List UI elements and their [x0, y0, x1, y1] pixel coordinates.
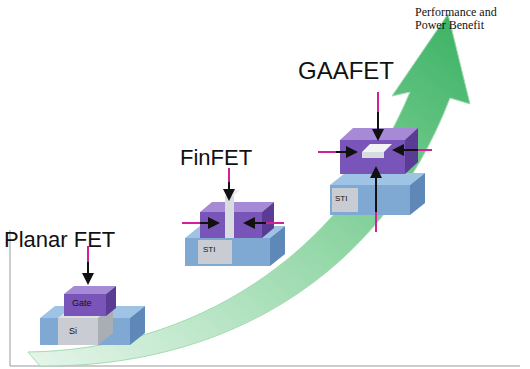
device-title: GAAFET	[298, 58, 394, 84]
part-name: STI	[203, 246, 215, 255]
device-title: Planar FET	[4, 228, 115, 252]
device-title: FinFET	[180, 146, 252, 170]
part-name: Si	[69, 327, 77, 337]
part-name: Gate	[72, 299, 92, 309]
axis-caption: Performance and Power Benefit	[415, 6, 525, 32]
part-name: STI	[335, 195, 347, 204]
